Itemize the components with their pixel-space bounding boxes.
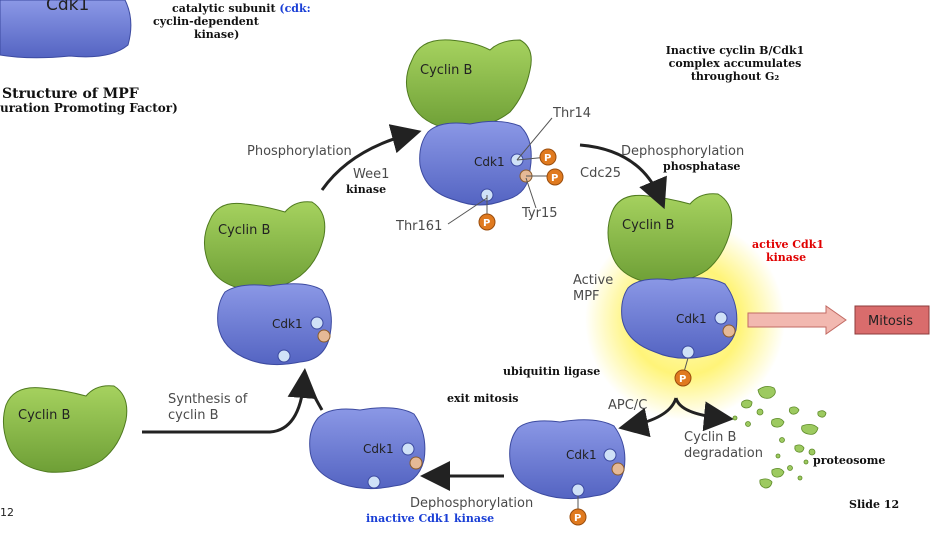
mitosis-label: Mitosis — [868, 314, 913, 329]
site-thr161-left — [277, 349, 291, 363]
note-accumulates-3: throughout G₂ — [690, 70, 780, 83]
mitosis-box — [854, 305, 930, 335]
label-phosphorylation: Phosphorylation — [247, 144, 352, 159]
label-active-mpf-2: MPF — [573, 289, 600, 304]
site-tyr15-bl — [409, 456, 423, 470]
cdk1-shape-topleft — [0, 0, 132, 59]
mitosis-arrow — [747, 305, 847, 335]
phosphate-thr14-top — [539, 148, 557, 166]
cyclin-b-free-label: Cyclin B — [18, 408, 70, 423]
arrow-synthesis — [142, 368, 318, 434]
catalytic-subunit-line2: cyclin-dependent — [153, 15, 259, 28]
cdk1-bottom-right-shape — [509, 419, 626, 500]
note-ubiquitin-ligase: ubiquitin ligase — [503, 365, 601, 378]
site-tyr15-left — [317, 329, 331, 343]
site-tyr15-right — [722, 324, 736, 338]
arrow-apc — [618, 397, 678, 438]
phosphate-label: P — [544, 153, 551, 164]
note-active-kinase-2: kinase — [766, 251, 807, 264]
label-wee1: Wee1 — [353, 167, 390, 182]
label-cdc25: Cdc25 — [580, 166, 622, 181]
slide-number: Slide 12 — [849, 498, 900, 511]
label-dephosphorylation-top: Dephosphorylation — [621, 144, 745, 159]
phosphate-label: P — [574, 513, 581, 524]
cyclin-b-top-label: Cyclin B — [420, 63, 472, 78]
cdk1-right-shape — [621, 277, 738, 359]
label-thr14: Thr14 — [553, 106, 592, 121]
arrow-exit-cycle — [303, 377, 324, 411]
site-thr14-br — [603, 448, 617, 462]
arrow-phosphorylation — [320, 124, 422, 191]
catalytic-subunit-line1: catalytic subunit (cdk: — [172, 2, 311, 15]
label-synthesis-2: cyclin B — [168, 408, 219, 423]
structure-subtitle: uration Promoting Factor) — [0, 101, 178, 115]
label-wee1-kinase: kinase — [346, 183, 387, 196]
label-active-mpf-1: Active — [573, 273, 614, 288]
catalytic-cdk-text: (cdk: — [279, 2, 311, 15]
label-thr161: Thr161 — [396, 219, 443, 234]
note-exit-mitosis: exit mitosis — [447, 392, 519, 405]
cyclin-fragments — [732, 386, 827, 489]
page-fragment: 12 — [0, 506, 14, 519]
note-active-kinase-1: active Cdk1 — [752, 238, 825, 251]
cdk1-left-label: Cdk1 — [272, 317, 303, 331]
label-dephosphorylation-bottom: Dephosphorylation — [410, 496, 534, 511]
arrow-dephosphorylation-top — [579, 143, 667, 210]
cdk1-right-label: Cdk1 — [676, 312, 707, 326]
label-cyclin-degradation-2: degradation — [684, 446, 763, 461]
note-accumulates-2: complex accumulates — [668, 57, 802, 70]
site-thr14-bl — [401, 442, 415, 456]
arrow-degradation — [674, 397, 734, 432]
label-phosphatase: phosphatase — [663, 160, 741, 173]
site-tyr15-br — [611, 462, 625, 476]
cdk1-top-label: Cdk1 — [474, 155, 505, 169]
cdk1-label-topleft: Cdk1 — [46, 0, 89, 15]
cdk1-bottom-right-label: Cdk1 — [566, 448, 597, 462]
cyclin-b-right-label: Cyclin B — [622, 218, 674, 233]
cdk1-top-shape — [419, 120, 532, 206]
cyclin-b-left — [204, 201, 326, 291]
structure-title: Structure of MPF — [2, 86, 139, 102]
phosphate-label: P — [483, 218, 490, 229]
phosphate-thr161-br — [569, 508, 587, 526]
label-synthesis-1: Synthesis of — [168, 392, 248, 407]
cyclin-b-free — [2, 385, 128, 473]
phosphate-tyr15-top — [546, 168, 564, 186]
cyclin-b-top — [406, 39, 532, 131]
phosphate-label: P — [551, 173, 558, 184]
catalytic-text: catalytic subunit — [172, 2, 276, 15]
cyclin-b-left-label: Cyclin B — [218, 223, 270, 238]
label-tyr15: Tyr15 — [522, 206, 558, 221]
catalytic-subunit-line3: kinase) — [194, 28, 240, 41]
note-accumulates-1: Inactive cyclin B/Cdk1 — [665, 44, 805, 57]
label-cyclin-degradation-1: Cyclin B — [684, 430, 737, 445]
cdk1-left-shape — [217, 283, 332, 366]
cdk1-bottom-left-shape — [309, 407, 426, 490]
phosphate-thr161-right — [674, 369, 692, 387]
site-thr161-bl — [367, 475, 381, 489]
phosphate-thr161-top — [478, 213, 496, 231]
note-proteosome: proteosome — [813, 454, 886, 467]
label-apc-c: APC/C — [608, 398, 648, 413]
site-thr14-left — [310, 316, 324, 330]
site-thr14-right — [714, 311, 728, 325]
site-thr161-right — [681, 345, 695, 359]
cdk1-bottom-left-label: Cdk1 — [363, 442, 394, 456]
note-inactive-kinase: inactive Cdk1 kinase — [366, 512, 495, 525]
site-thr161-br — [571, 483, 585, 497]
phosphate-label: P — [679, 374, 686, 385]
